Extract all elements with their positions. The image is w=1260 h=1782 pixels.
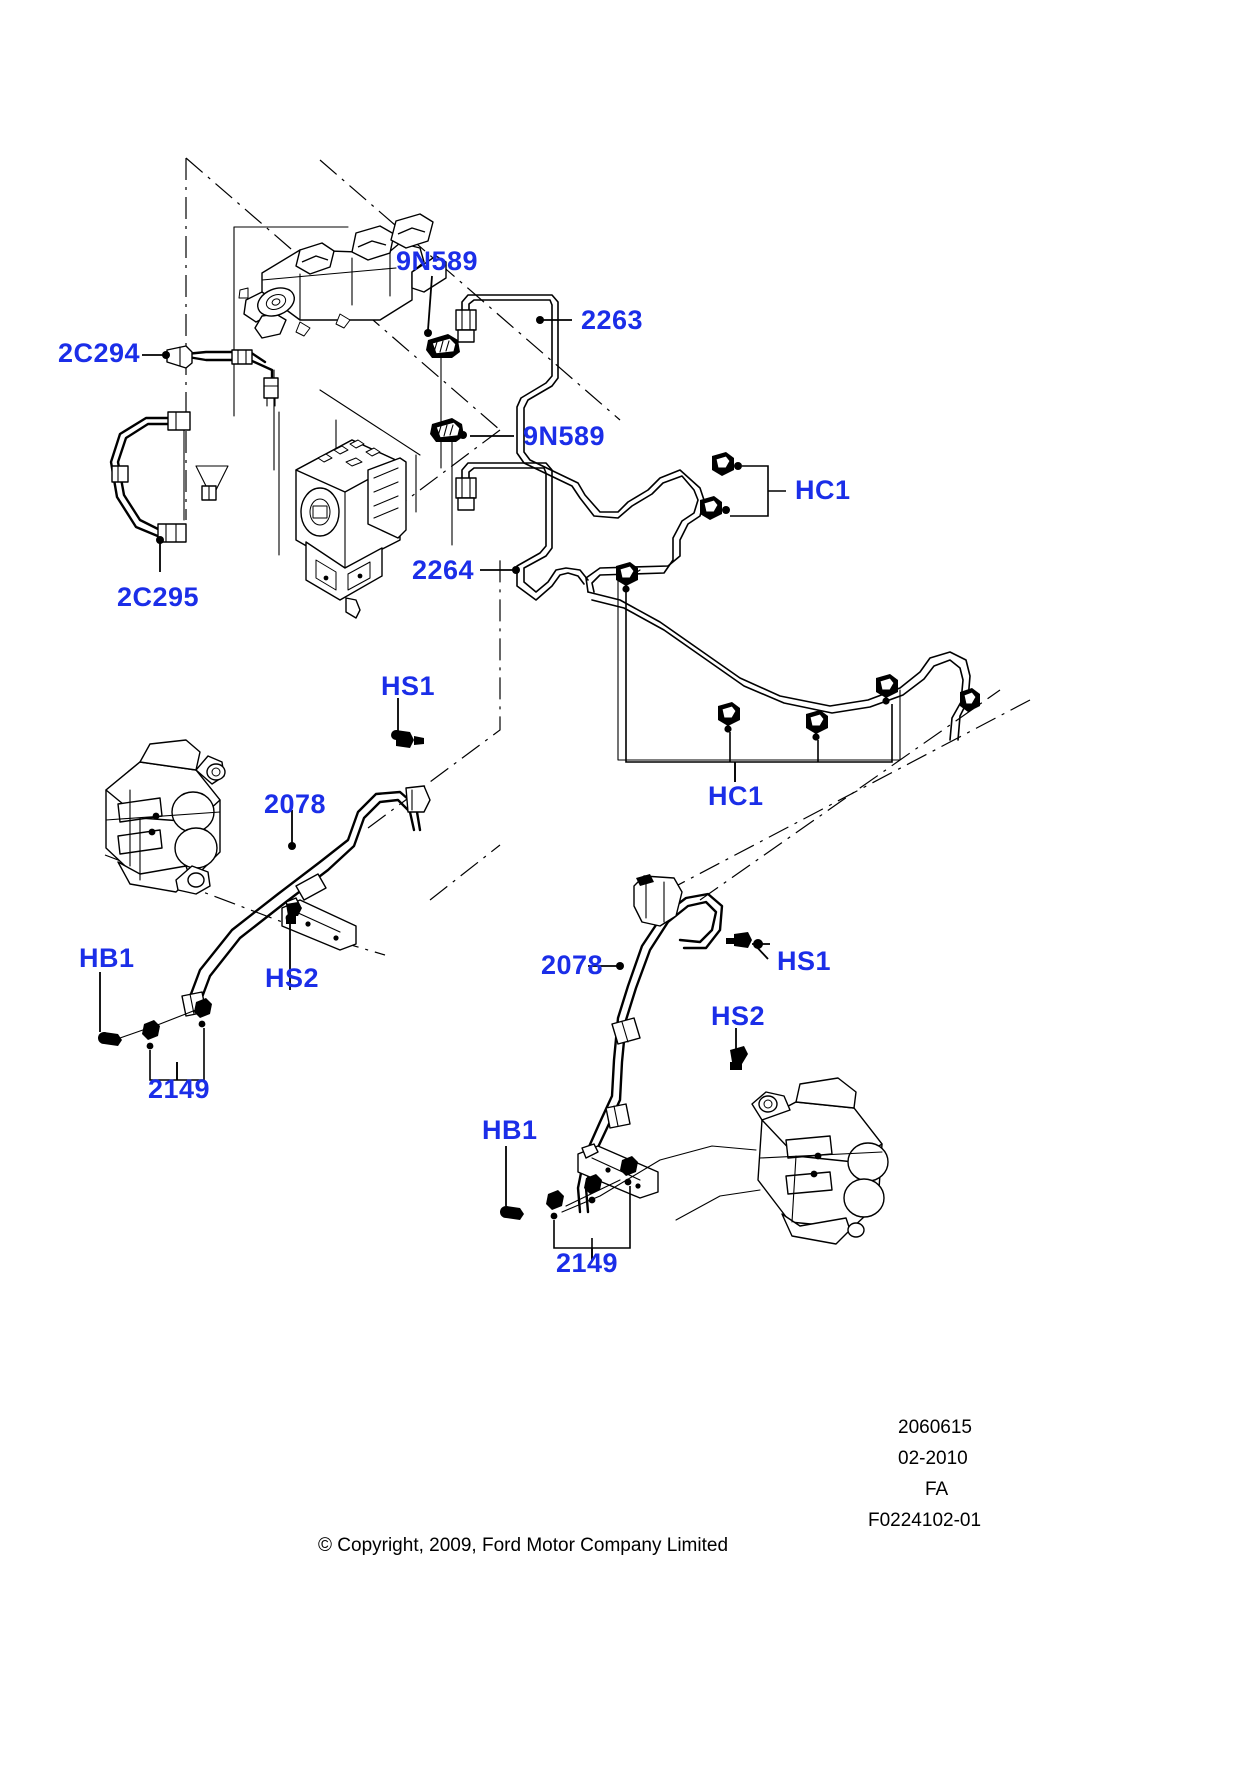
callout-9n589-upper: 9N589 [396, 246, 479, 276]
callout-9n589-lower: 9N589 [523, 421, 606, 451]
brake-hose-2c295 [109, 411, 229, 543]
meta-drawing-number: 2060615 [898, 1417, 972, 1438]
callout-hc1-lower: HC1 [708, 781, 764, 811]
clip-2149-c [546, 1190, 564, 1220]
callout-hs2-left: HS2 [265, 963, 320, 993]
abs-hydraulic-control-unit [295, 439, 407, 619]
hc1-clip-e [806, 710, 828, 741]
clip-9n589-lower [430, 418, 467, 442]
callout-hs1-right: HS1 [777, 946, 832, 976]
bolt-hs1-left [391, 730, 424, 748]
brake-pipe-2264 [455, 462, 589, 601]
meta-market-code: FA [925, 1479, 949, 1500]
callout-hs1-left: HS1 [381, 671, 436, 701]
callout-2264: 2264 [412, 555, 475, 585]
brake-hose-2078-left [181, 785, 431, 1017]
hc1-clip-g [960, 688, 980, 712]
callout-hc1-upper: HC1 [795, 475, 851, 505]
meta-figure-number: F0224102-01 [868, 1510, 982, 1531]
bolt-hs2-right [730, 1046, 748, 1070]
clip-2149-b [194, 998, 212, 1028]
construction-lines [104, 157, 1031, 956]
hc1-clip-a [712, 452, 742, 476]
brake-hose-2078-right [576, 874, 724, 1214]
callout-hb1-right: HB1 [482, 1115, 538, 1145]
leader-lines [142, 275, 770, 1262]
bolt-hb1-left [98, 1032, 122, 1046]
callout-2078-right: 2078 [541, 950, 604, 980]
clips-2149-left [142, 998, 212, 1050]
callout-2149-right: 2149 [556, 1248, 619, 1278]
front-brake-caliper-left [105, 739, 226, 895]
brake-hose-2c294 [166, 345, 279, 407]
clip-hc1-group [616, 452, 980, 741]
caliper-hose-tail-right [561, 1145, 757, 1213]
brake-pipe-2263 [455, 294, 705, 593]
callout-2c295: 2C295 [117, 582, 200, 612]
hc1-bracket-upper [730, 465, 786, 517]
clip-9n589-upper [424, 329, 460, 358]
hc1-clip-f [876, 674, 898, 705]
clips-2149-right [546, 1156, 638, 1220]
callout-hs2-right: HS2 [711, 1001, 766, 1031]
hc1-clip-c [616, 562, 638, 593]
callout-2c294: 2C294 [58, 338, 141, 368]
hc1-clip-d [718, 702, 740, 733]
copyright-notice: © Copyright, 2009, Ford Motor Company Li… [318, 1535, 729, 1556]
caliper-outline-proj-right [675, 1189, 761, 1221]
clip-2149-d [584, 1174, 602, 1204]
brake-master-cylinder [238, 213, 447, 339]
front-brake-caliper-right [751, 1077, 889, 1245]
bolt-hb1-right [500, 1206, 524, 1220]
callout-2078-left: 2078 [264, 789, 327, 819]
meta-revision-date: 02-2010 [898, 1448, 968, 1469]
rear-brake-pipe-run [587, 591, 971, 741]
callout-hb1-left: HB1 [79, 943, 135, 973]
caliper-hose-tail-left [119, 1005, 207, 1039]
hc1-clip-b [700, 496, 730, 520]
callout-2263: 2263 [581, 305, 644, 335]
bolt-hs2-left [285, 902, 302, 924]
callout-2149-left: 2149 [148, 1074, 211, 1104]
